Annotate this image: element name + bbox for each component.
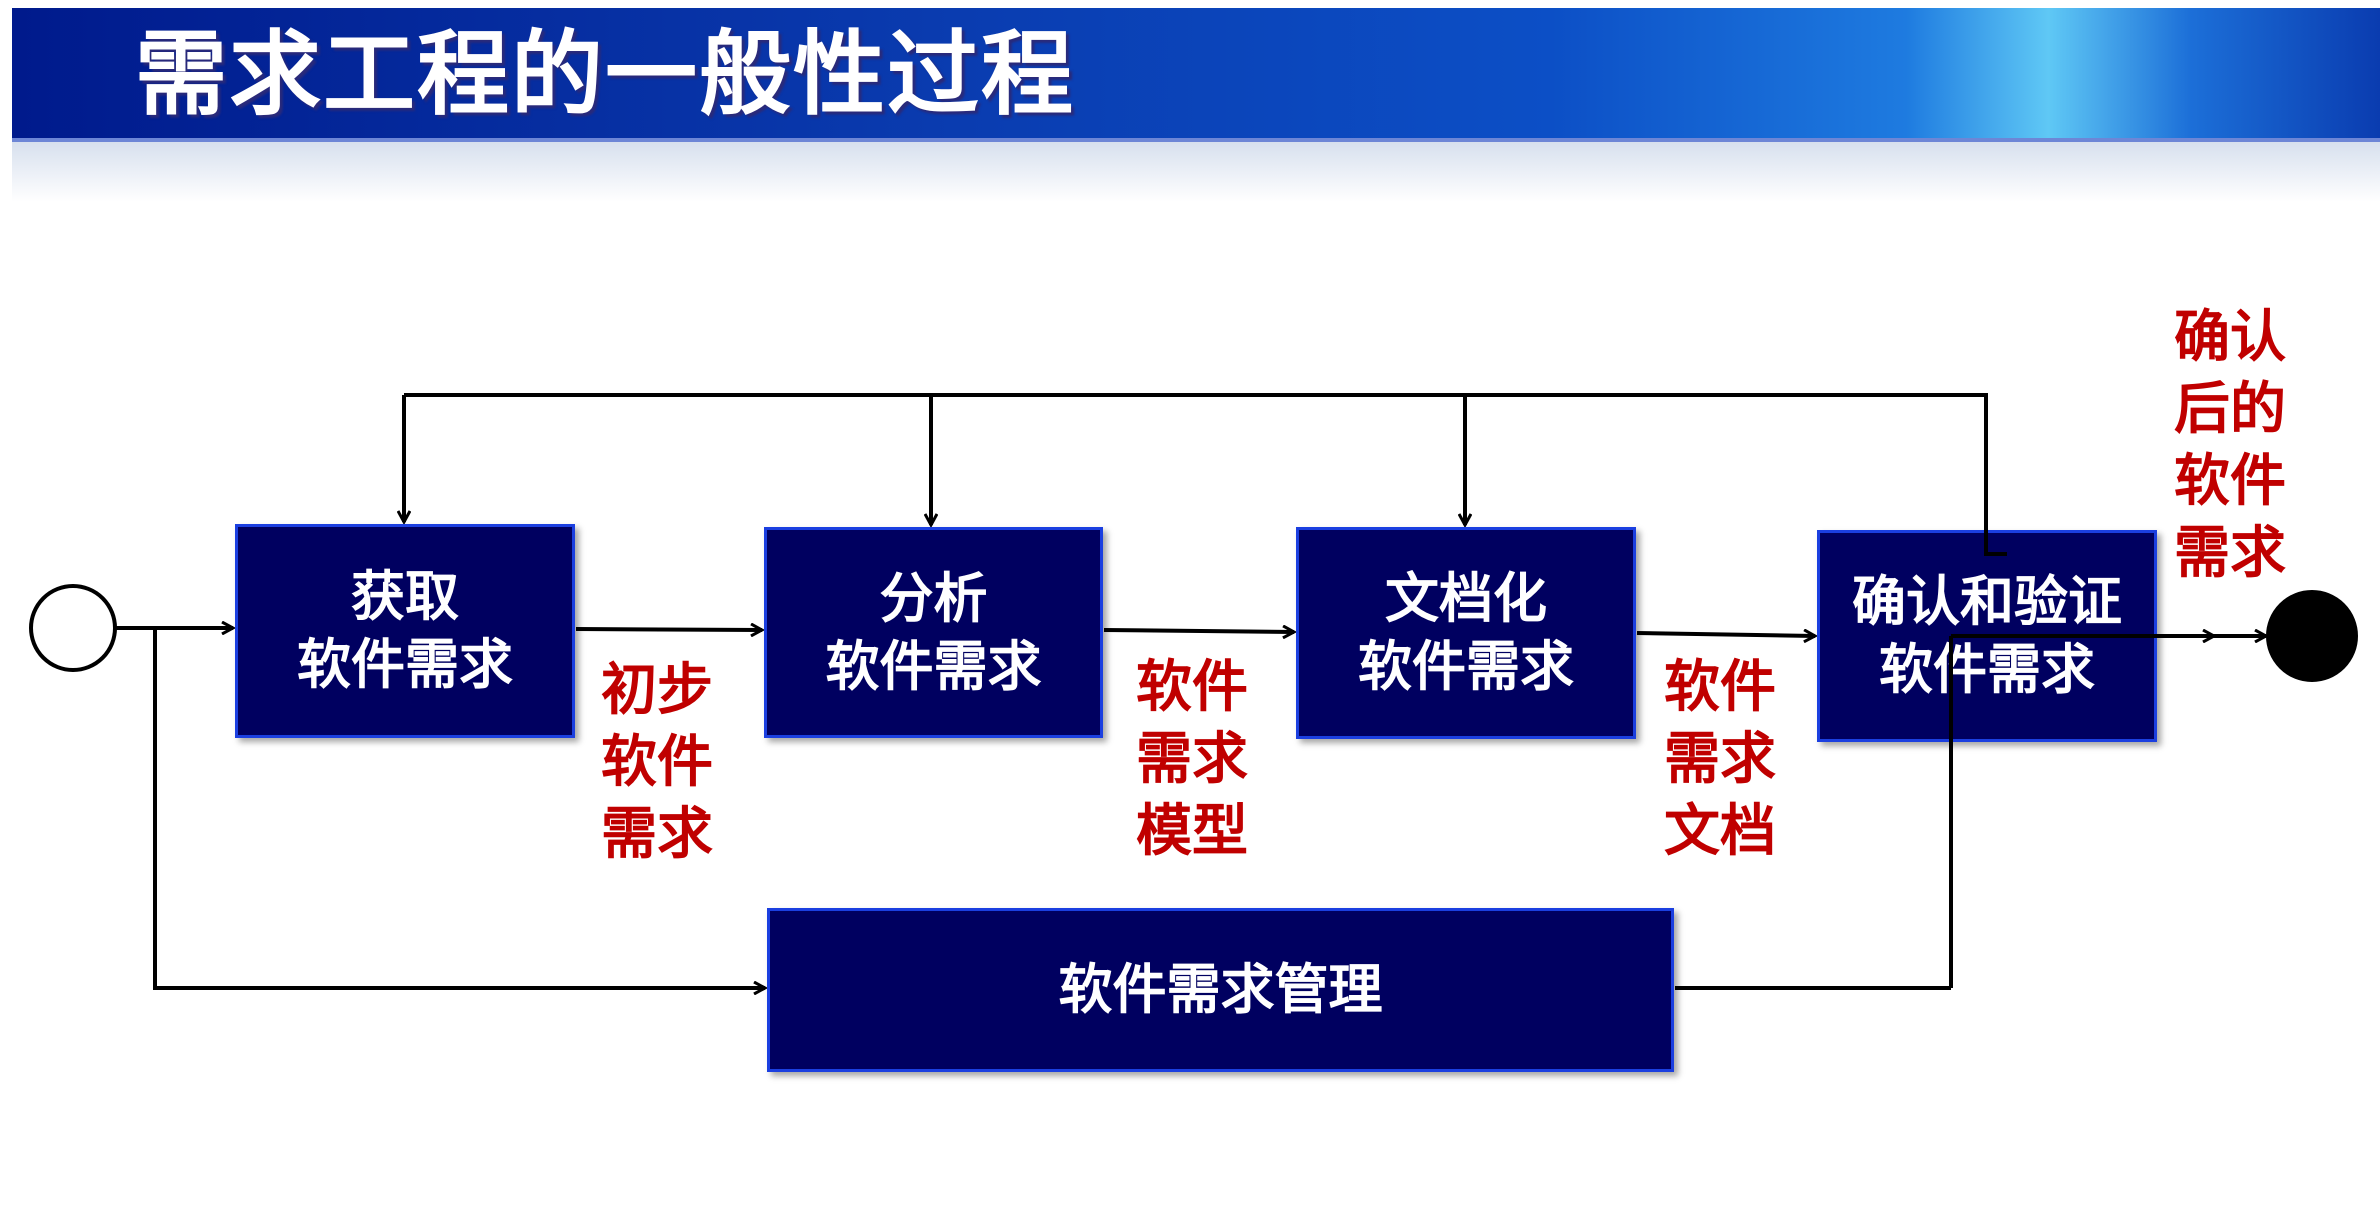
label-line: 确认 <box>2174 305 2286 370</box>
label-line: 软件 <box>1136 655 1248 720</box>
label-line: 需求 <box>2174 521 2286 586</box>
box-label: 分析 <box>879 566 988 630</box>
label-line: 初步 <box>601 658 713 723</box>
box-document-requirements: 文档化 软件需求 <box>1296 527 1636 739</box>
box-elicit-requirements: 获取 软件需求 <box>235 524 575 738</box>
start-node <box>29 584 117 672</box>
banner-shadow <box>12 142 2380 202</box>
box-manage-requirements: 软件需求管理 <box>767 908 1674 1072</box>
label-line: 模型 <box>1136 799 1248 864</box>
label-line: 需求 <box>601 802 713 867</box>
label-requirements-document: 软件 需求 文档 <box>1664 652 1794 868</box>
box-validate-requirements: 确认和验证 软件需求 <box>1817 530 2157 742</box>
arrow-document-validate <box>1636 633 1815 636</box>
arrow-analyze-document <box>1103 630 1294 632</box>
box-label: 软件需求 <box>297 633 513 696</box>
label-confirmed-requirements: 确认 后的 软件 需求 <box>2174 302 2304 590</box>
label-line: 需求 <box>1664 727 1776 792</box>
end-node <box>2266 590 2358 682</box>
box-label: 确认和验证 <box>1852 570 2122 633</box>
label-line: 后的 <box>2174 377 2286 442</box>
box-label: 软件需求 <box>825 634 1042 698</box>
feedback-loop <box>404 393 2007 556</box>
page-title: 需求工程的一般性过程 <box>135 21 1076 128</box>
label-line: 文档 <box>1664 799 1776 864</box>
box-analyze-requirements: 分析 软件需求 <box>764 527 1103 738</box>
label-initial-requirements: 初步 软件 需求 <box>601 655 731 871</box>
label-line: 软件 <box>1664 655 1776 720</box>
label-requirements-model: 软件 需求 模型 <box>1136 652 1266 868</box>
arrow-start-manage <box>153 628 765 988</box>
title-banner <box>12 8 2380 142</box>
box-label: 文档化 <box>1385 567 1547 630</box>
box-label: 获取 <box>351 565 459 628</box>
box-label: 软件需求 <box>1879 638 2095 701</box>
box-label: 软件需求管理 <box>1058 958 1383 1021</box>
label-line: 软件 <box>601 730 713 795</box>
arrow-elicit-analyze <box>575 629 762 630</box>
label-line: 需求 <box>1136 727 1248 792</box>
box-label: 软件需求 <box>1358 635 1574 698</box>
label-line: 软件 <box>2174 449 2286 514</box>
